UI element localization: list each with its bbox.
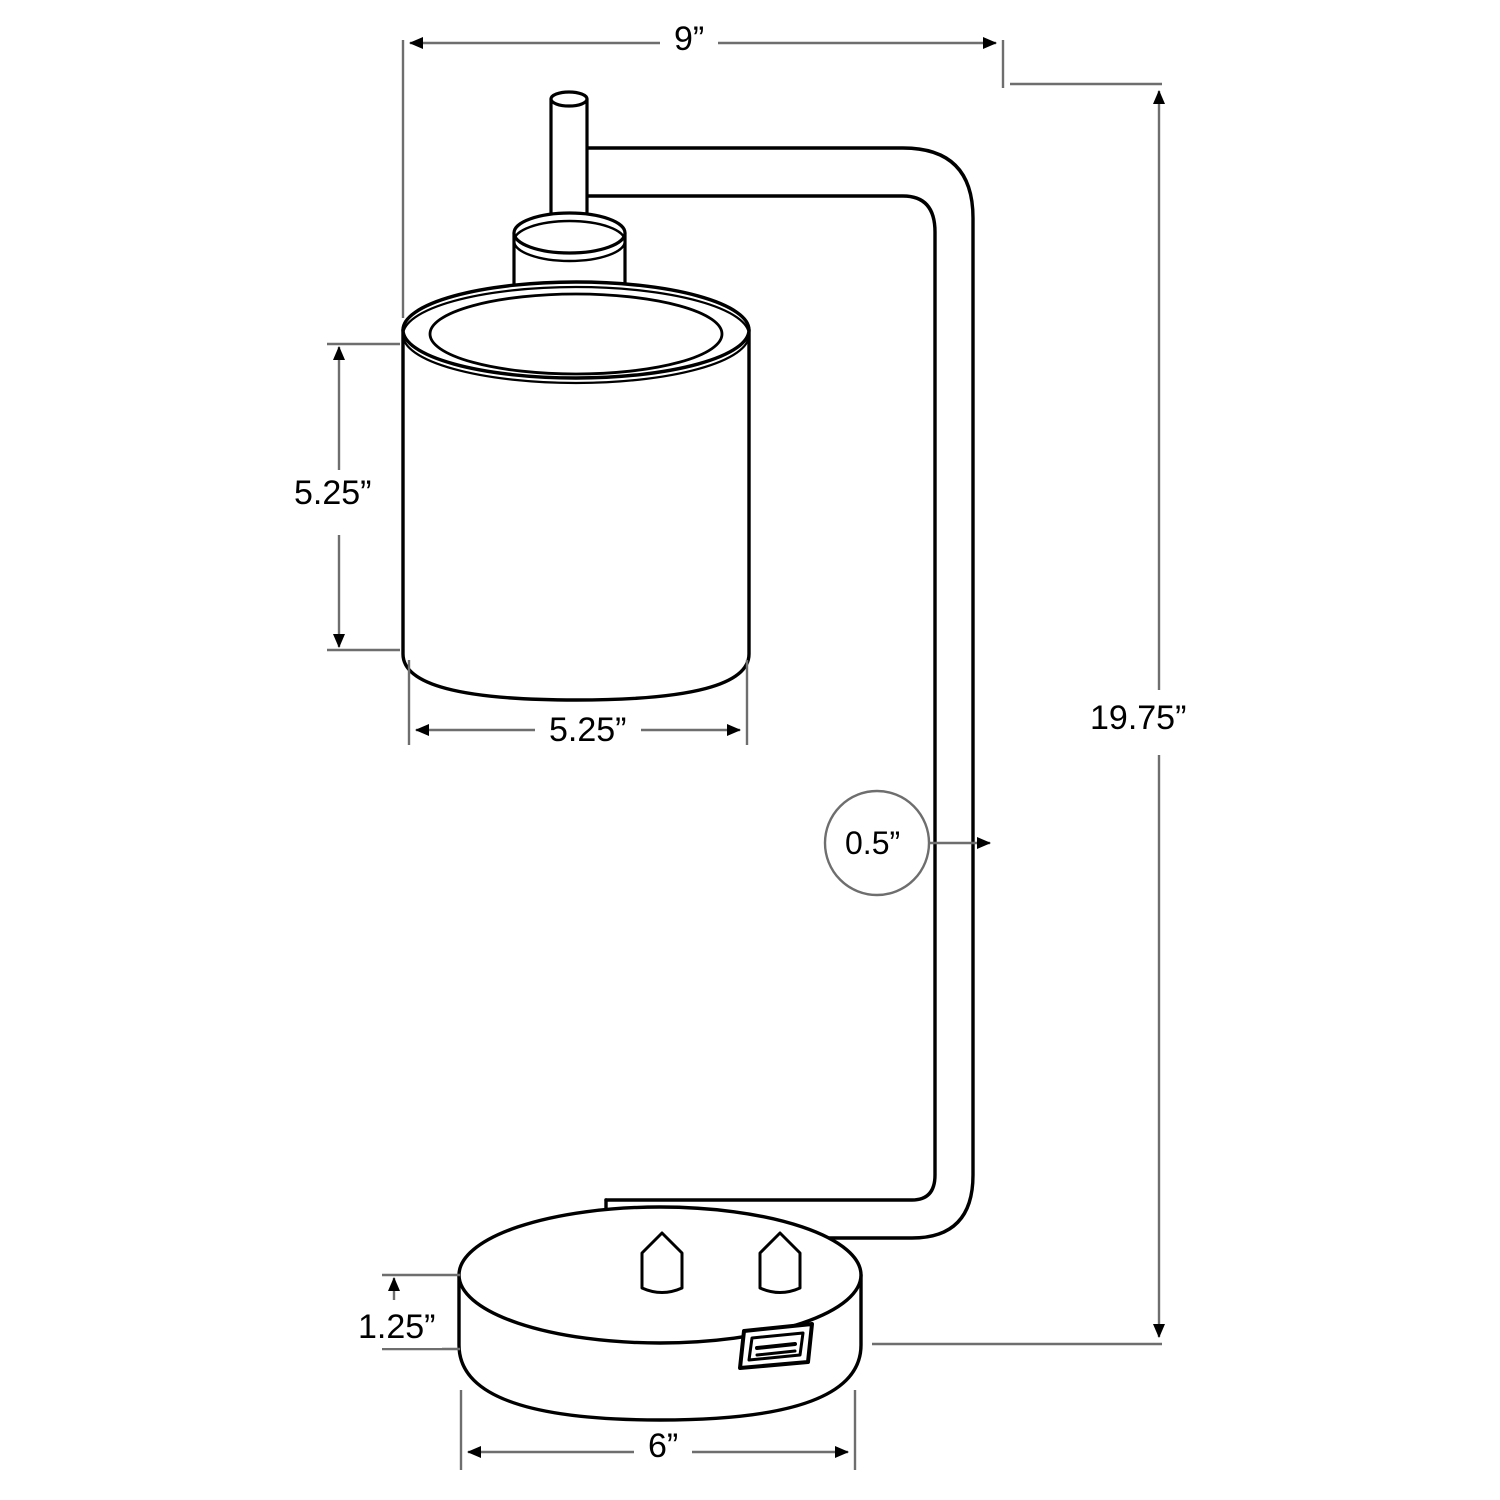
dimension-label-overall-width: 9” [660,22,719,56]
lamp-shade [401,280,751,702]
dimension-label-overall-height: 19.75” [1082,697,1195,739]
dimension-label-base-width: 6” [634,1429,693,1463]
dim-overall-height [872,82,1165,1346]
dimension-label-base-height: 1.25” [352,1306,442,1348]
usb-port [738,1322,814,1370]
dimension-label-shade-height: 5.25” [288,472,378,514]
dimension-label-rod-diameter: 0.5” [845,825,901,861]
lamp-base [457,1205,863,1422]
dim-overall-width [401,37,1005,318]
dimension-label-shade-width: 5.25” [535,713,641,747]
dim-shade-height [327,342,400,652]
dim-rod-diameter [823,789,991,897]
lamp-geometry [401,90,975,1422]
